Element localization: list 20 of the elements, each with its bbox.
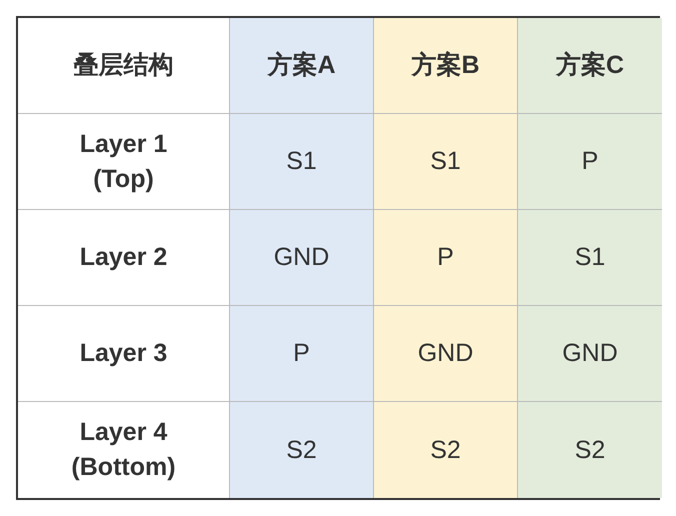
table-cell-text: P — [293, 338, 310, 369]
row-header: Layer 4 (Bottom) — [70, 417, 177, 483]
table-cell-text: GND — [562, 338, 618, 369]
column-header: 叠层结构 — [74, 50, 174, 81]
table-cell-text: GND — [274, 242, 330, 273]
row-header: Layer 1 (Top) — [78, 128, 168, 194]
table-cell-text: S1 — [286, 146, 317, 177]
column-header: 方案A — [267, 50, 336, 81]
table-cell-text: S2 — [286, 434, 317, 466]
table-cell-text: P — [437, 242, 454, 273]
table-cell-text: S2 — [574, 434, 606, 466]
table-cell-text: GND — [418, 338, 474, 369]
table-cell-text: S1 — [574, 242, 606, 273]
table-cell-text: P — [582, 146, 598, 177]
row-header: Layer 2 — [80, 242, 168, 273]
column-header: 方案C — [556, 50, 624, 81]
column-header: 方案B — [411, 50, 480, 81]
row-header: Layer 3 — [80, 338, 168, 369]
table-cell-text: S2 — [430, 434, 461, 466]
table-cell-text: S1 — [430, 146, 461, 177]
